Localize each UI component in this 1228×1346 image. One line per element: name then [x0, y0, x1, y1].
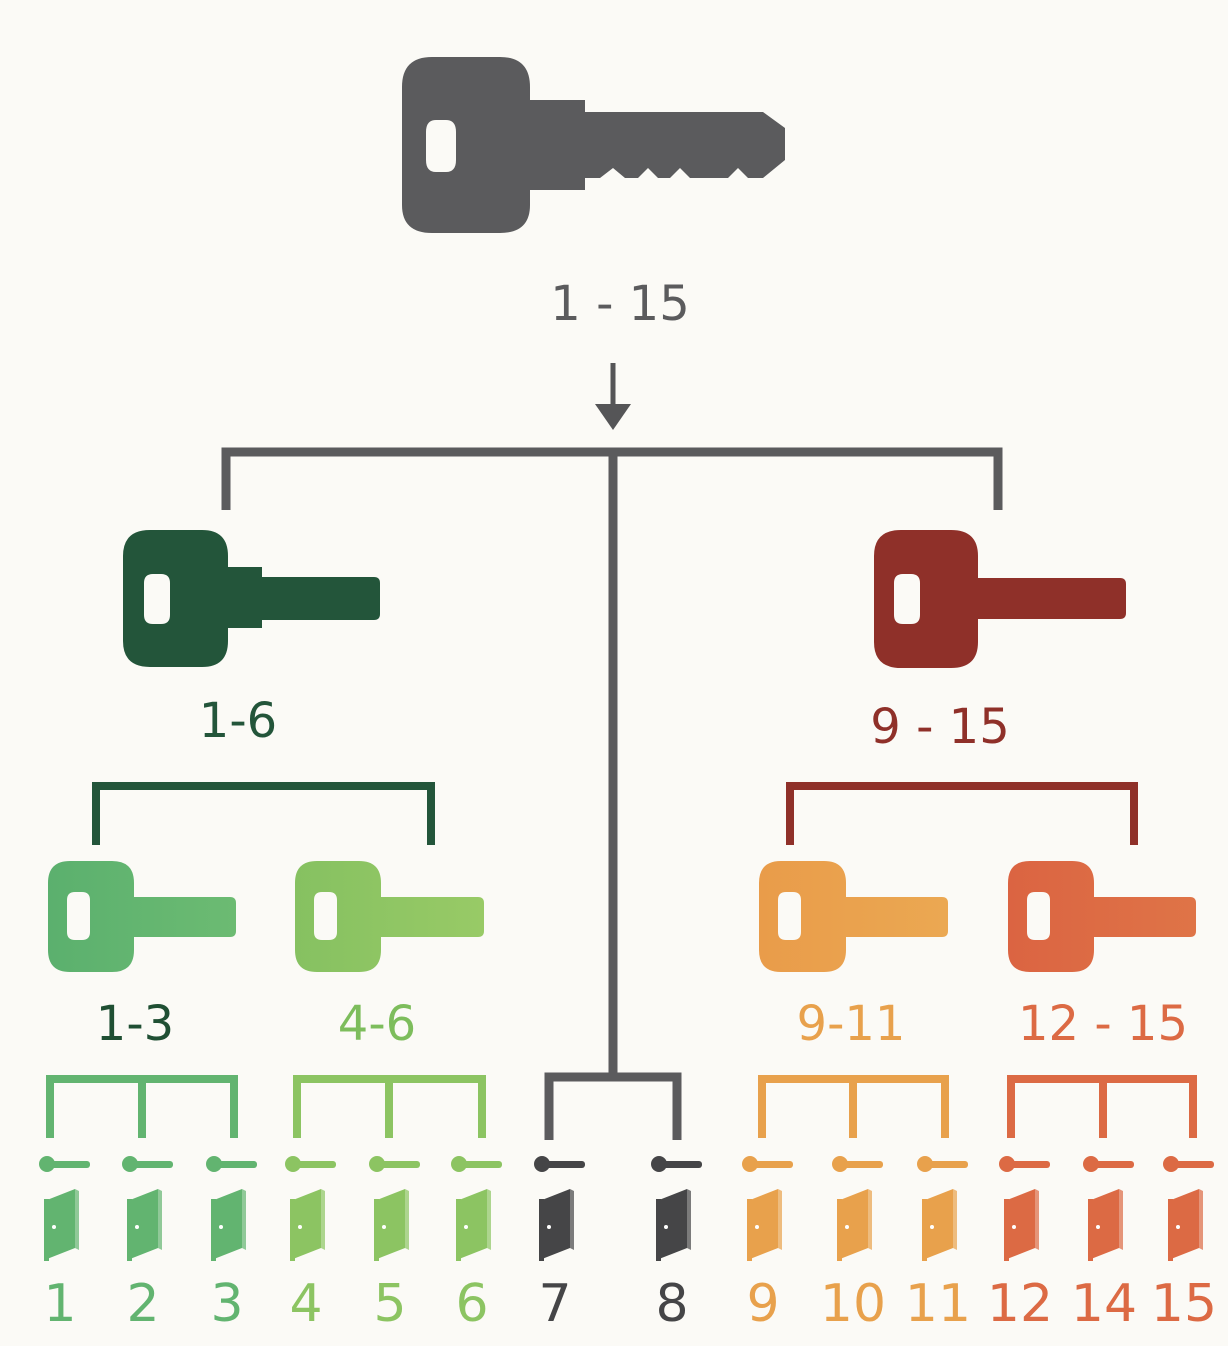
door-number-label: 11 [904, 1274, 972, 1334]
door-number-label: 10 [819, 1274, 887, 1334]
sub-key-b2-label: 12 - 15 [1018, 996, 1188, 1052]
door-icon [44, 1189, 79, 1261]
door-handle-icon [39, 1156, 90, 1172]
door-icon [922, 1189, 957, 1261]
group-key-b-icon [874, 530, 1126, 668]
sub-key-a1-label: 1-3 [95, 996, 175, 1052]
master-key-label: 1 - 15 [550, 276, 690, 332]
down-arrow-icon [595, 363, 631, 430]
sub-bracket-b1 [758, 1075, 949, 1138]
door-handle-icon [122, 1156, 173, 1172]
door-icon [211, 1189, 246, 1261]
door-icon [837, 1189, 872, 1261]
door-number-label: 4 [289, 1274, 323, 1334]
master-key-icon [402, 57, 785, 233]
door-number-label: 6 [455, 1274, 489, 1334]
door-handle-icon [534, 1156, 585, 1172]
door-icon [456, 1189, 491, 1261]
sub-bracket-b2 [1007, 1075, 1197, 1138]
door-icon [127, 1189, 162, 1261]
sub-key-a2-label: 4-6 [337, 996, 417, 1052]
door-handle-icon [917, 1156, 968, 1172]
group-key-a-label: 1-6 [198, 693, 278, 749]
door-handle-icon [999, 1156, 1050, 1172]
door-number-label: 5 [373, 1274, 407, 1334]
sub-bracket-a2 [293, 1075, 486, 1138]
doors-layer [39, 1156, 1214, 1261]
door-handle-icon [651, 1156, 702, 1172]
door-number-label: 3 [210, 1274, 244, 1334]
group-key-b-label: 9 - 15 [870, 699, 1010, 755]
door-handle-icon [285, 1156, 336, 1172]
door-number-label: 9 [746, 1274, 780, 1334]
door-handle-icon [206, 1156, 257, 1172]
door-icon [539, 1189, 574, 1261]
door-icon [656, 1189, 691, 1261]
door-icon [1088, 1189, 1123, 1261]
sub-key-a2-icon [295, 861, 484, 972]
sub-key-b1-label: 9-11 [796, 996, 906, 1052]
door-number-label: 12 [986, 1274, 1054, 1334]
door-number-label: 14 [1070, 1274, 1138, 1334]
sub-key-a1-icon [48, 861, 236, 972]
door-icon [290, 1189, 325, 1261]
group-a-bracket [92, 782, 435, 845]
sub-key-b1-icon [759, 861, 948, 972]
door-handle-icon [451, 1156, 502, 1172]
door-number-label: 1 [43, 1274, 77, 1334]
door-number-label: 15 [1150, 1274, 1218, 1334]
door-handle-icon [1083, 1156, 1134, 1172]
door-icon [747, 1189, 782, 1261]
sub-bracket-a1 [46, 1075, 238, 1138]
door-icon [1168, 1189, 1203, 1261]
group-key-a-icon [123, 530, 380, 667]
door-number-label: 2 [126, 1274, 160, 1334]
door-icon [374, 1189, 409, 1261]
master-connector-lines [221, 447, 1003, 1140]
group-b-bracket [786, 782, 1138, 845]
door-handle-icon [1163, 1156, 1214, 1172]
sub-key-b2-icon [1008, 861, 1196, 972]
door-handle-icon [369, 1156, 420, 1172]
door-handle-icon [742, 1156, 793, 1172]
door-number-label: 8 [655, 1274, 689, 1334]
door-icon [1004, 1189, 1039, 1261]
door-handle-icon [832, 1156, 883, 1172]
door-number-label: 7 [538, 1274, 572, 1334]
